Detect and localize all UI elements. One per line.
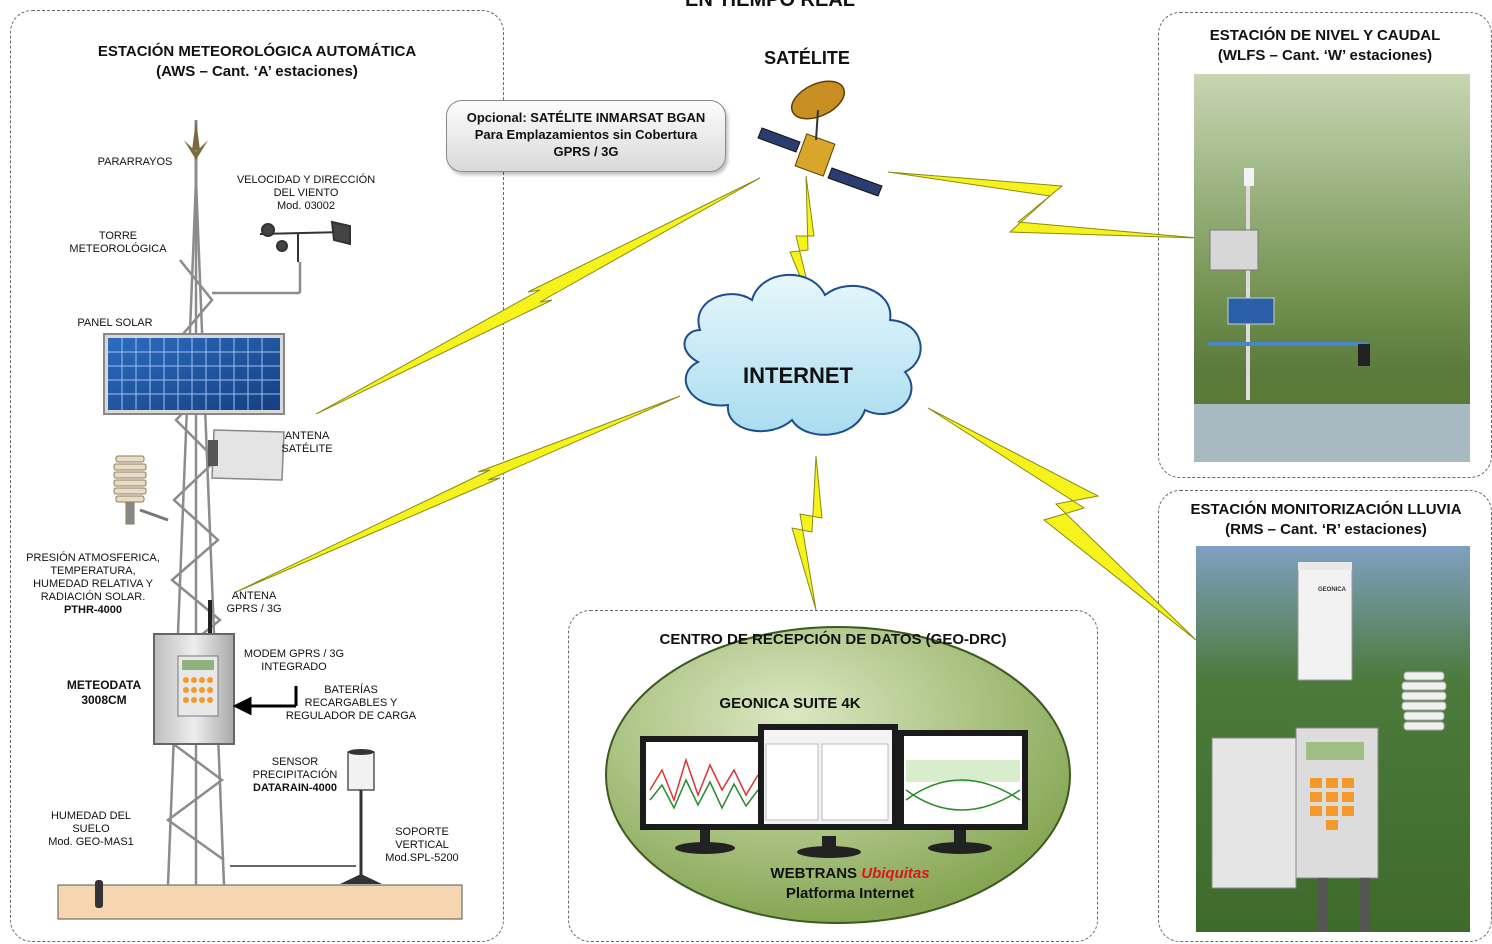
aws-heading: ESTACIÓN METEOROLÓGICA AUTOMÁTICA (AWS –…: [20, 42, 494, 82]
label-pthr: PRESIÓN ATMOSFERICA, TEMPERATURA, HUMEDA…: [18, 552, 168, 617]
monitor-left: [640, 736, 768, 854]
label-humedad-suelo: HUMEDAD DEL SUELO Mod. GEO-MAS1: [36, 810, 146, 849]
label-meteodata-2: 3008CM: [81, 693, 127, 707]
drc-panel: [568, 610, 1098, 942]
aws-heading-line-1: ESTACIÓN METEOROLÓGICA AUTOMÁTICA: [97, 43, 417, 60]
label-humedad-1: HUMEDAD DEL: [50, 810, 132, 822]
label-viento: VELOCIDAD Y DIRECCIÓN DEL VIENTO Mod. 03…: [222, 174, 390, 213]
rms-heading: ESTACIÓN MONITORIZACIÓN LLUVIA (RMS – Ca…: [1164, 500, 1488, 540]
label-torre-2: METEOROLÓGICA: [69, 243, 167, 255]
label-antena-satelite: ANTENA SATÉLITE: [262, 430, 352, 456]
bolt-satellite-aws: [315, 177, 761, 415]
label-modem: MODEM GPRS / 3G INTEGRADO: [232, 648, 356, 674]
rms-brand-label: GEONICA: [1317, 587, 1346, 593]
satellite-label: SATÉLITE: [764, 48, 850, 68]
label-antena-gprs-1: ANTENA: [231, 590, 277, 602]
label-soporte-2: VERTICAL: [395, 839, 449, 851]
ubiquitas-label: Ubiquitas: [861, 865, 930, 882]
meteodata-cabinet-icon: [153, 633, 235, 745]
label-pthr-4: RADIACIÓN SOLAR.: [40, 591, 146, 603]
label-humedad-2: SUELO: [72, 823, 110, 835]
callout-line-2: Para Emplazamientos sin Cobertura: [474, 127, 698, 142]
label-modem-1: MODEM GPRS / 3G: [243, 648, 345, 660]
bolt-internet-aws: [235, 395, 681, 593]
label-baterias: BATERÍAS RECARGABLES Y REGULADOR DE CARG…: [276, 684, 426, 723]
label-humedad-3: Mod. GEO-MAS1: [48, 836, 134, 848]
pthr-sensor-icon: [113, 455, 169, 525]
label-antena-sat-1: ANTENA: [284, 430, 330, 442]
label-baterias-2: RECARGABLES Y: [304, 697, 398, 709]
anemometer-icon: [259, 220, 351, 262]
label-soporte-1: SOPORTE: [395, 826, 449, 838]
callout-line-1: Opcional: SATÉLITE INMARSAT BGAN: [466, 110, 706, 125]
label-soporte-3: Mod.SPL-5200: [385, 852, 459, 864]
label-antena-gprs-2: GPRS / 3G: [226, 603, 282, 615]
label-sensor-2: PRECIPITACIÓN: [252, 769, 338, 781]
label-viento-1: VELOCIDAD Y DIRECCIÓN: [236, 174, 376, 186]
bolt-satellite-wlfs: [887, 171, 1199, 239]
gprs-antenna-icon: [208, 600, 212, 636]
label-pthr-2: TEMPERATURA,: [50, 565, 136, 577]
bolt-internet-rms: [927, 407, 1197, 641]
solar-panel-icon: [103, 333, 285, 415]
bolt-internet-drc: [791, 455, 823, 611]
wlfs-photo: [1194, 74, 1470, 462]
label-soporte: SOPORTE VERTICAL Mod.SPL-5200: [374, 826, 470, 865]
label-viento-3: Mod. 03002: [276, 200, 336, 212]
page-title: EN TIEMPO REAL: [684, 0, 855, 11]
wlfs-heading: ESTACIÓN DE NIVEL Y CAUDAL (WLFS – Cant.…: [1164, 26, 1486, 66]
label-pthr-5: PTHR-4000: [63, 604, 123, 616]
satellite-optional-callout: Opcional: SATÉLITE INMARSAT BGAN Para Em…: [446, 100, 726, 172]
wlfs-heading-line-1: ESTACIÓN DE NIVEL Y CAUDAL: [1209, 27, 1441, 44]
label-meteodata-1: METEODATA: [66, 678, 142, 692]
lightning-rod-icon: [184, 120, 208, 160]
callout-line-3: GPRS / 3G: [553, 144, 619, 159]
rms-heading-line-1: ESTACIÓN MONITORIZACIÓN LLUVIA: [1190, 501, 1462, 518]
label-sensor-precipitacion: SENSOR PRECIPITACIÓN DATARAIN-4000: [240, 756, 350, 795]
drc-suite-label: GEONICA SUITE 4K: [719, 695, 861, 712]
label-baterias-3: REGULADOR DE CARGA: [285, 710, 417, 722]
webtrans-label: WEBTRANS: [770, 865, 858, 882]
label-pararrayos: PARARRAYOS: [97, 156, 173, 168]
internet-label: INTERNET: [743, 363, 853, 388]
soil-sensor-icon: [95, 880, 103, 908]
label-antena-sat-2: SATÉLITE: [281, 443, 333, 455]
rain-gauge-icon: [230, 749, 382, 884]
label-viento-2: DEL VIENTO: [273, 187, 339, 199]
label-panel-solar: PANEL SOLAR: [77, 317, 153, 329]
label-sensor-3: DATARAIN-4000: [253, 782, 337, 794]
wlfs-heading-line-2: (WLFS – Cant. ‘W’ estaciones): [1217, 47, 1433, 64]
aws-heading-line-2: (AWS – Cant. ‘A’ estaciones): [156, 63, 358, 80]
label-pthr-1: PRESIÓN ATMOSFERICA,: [26, 552, 160, 564]
label-modem-2: INTEGRADO: [261, 661, 327, 673]
label-pthr-3: HUMEDAD RELATIVA Y: [33, 578, 153, 590]
label-baterias-1: BATERÍAS: [324, 684, 378, 696]
monitor-right: [898, 730, 1028, 854]
label-torre-1: TORRE: [98, 230, 138, 242]
battery-arrow-icon: [232, 686, 298, 716]
drc-heading: CENTRO DE RECEPCIÓN DE DATOS (GEO-DRC): [659, 631, 1007, 648]
aws-ground: [57, 884, 463, 920]
label-torre: TORRE METEOROLÓGICA: [58, 230, 178, 256]
satellite-icon: [757, 80, 883, 197]
rms-photo: [1196, 546, 1470, 932]
label-antena-gprs: ANTENA GPRS / 3G: [212, 590, 296, 616]
satellite-antenna-icon: [208, 429, 285, 481]
platform-label: Platforma Internet: [785, 885, 915, 902]
label-sensor-1: SENSOR: [271, 756, 319, 768]
lightning-bolts: [235, 171, 1199, 641]
aws-panel: [10, 10, 504, 942]
label-meteodata: METEODATA 3008CM: [54, 678, 154, 708]
internet-cloud: [683, 273, 922, 436]
monitor-center: [758, 724, 898, 858]
drc-webtrans: WEBTRANS Ubiquitas Platforma Internet: [720, 864, 980, 904]
rms-heading-line-2: (RMS – Cant. ‘R’ estaciones): [1225, 521, 1427, 538]
